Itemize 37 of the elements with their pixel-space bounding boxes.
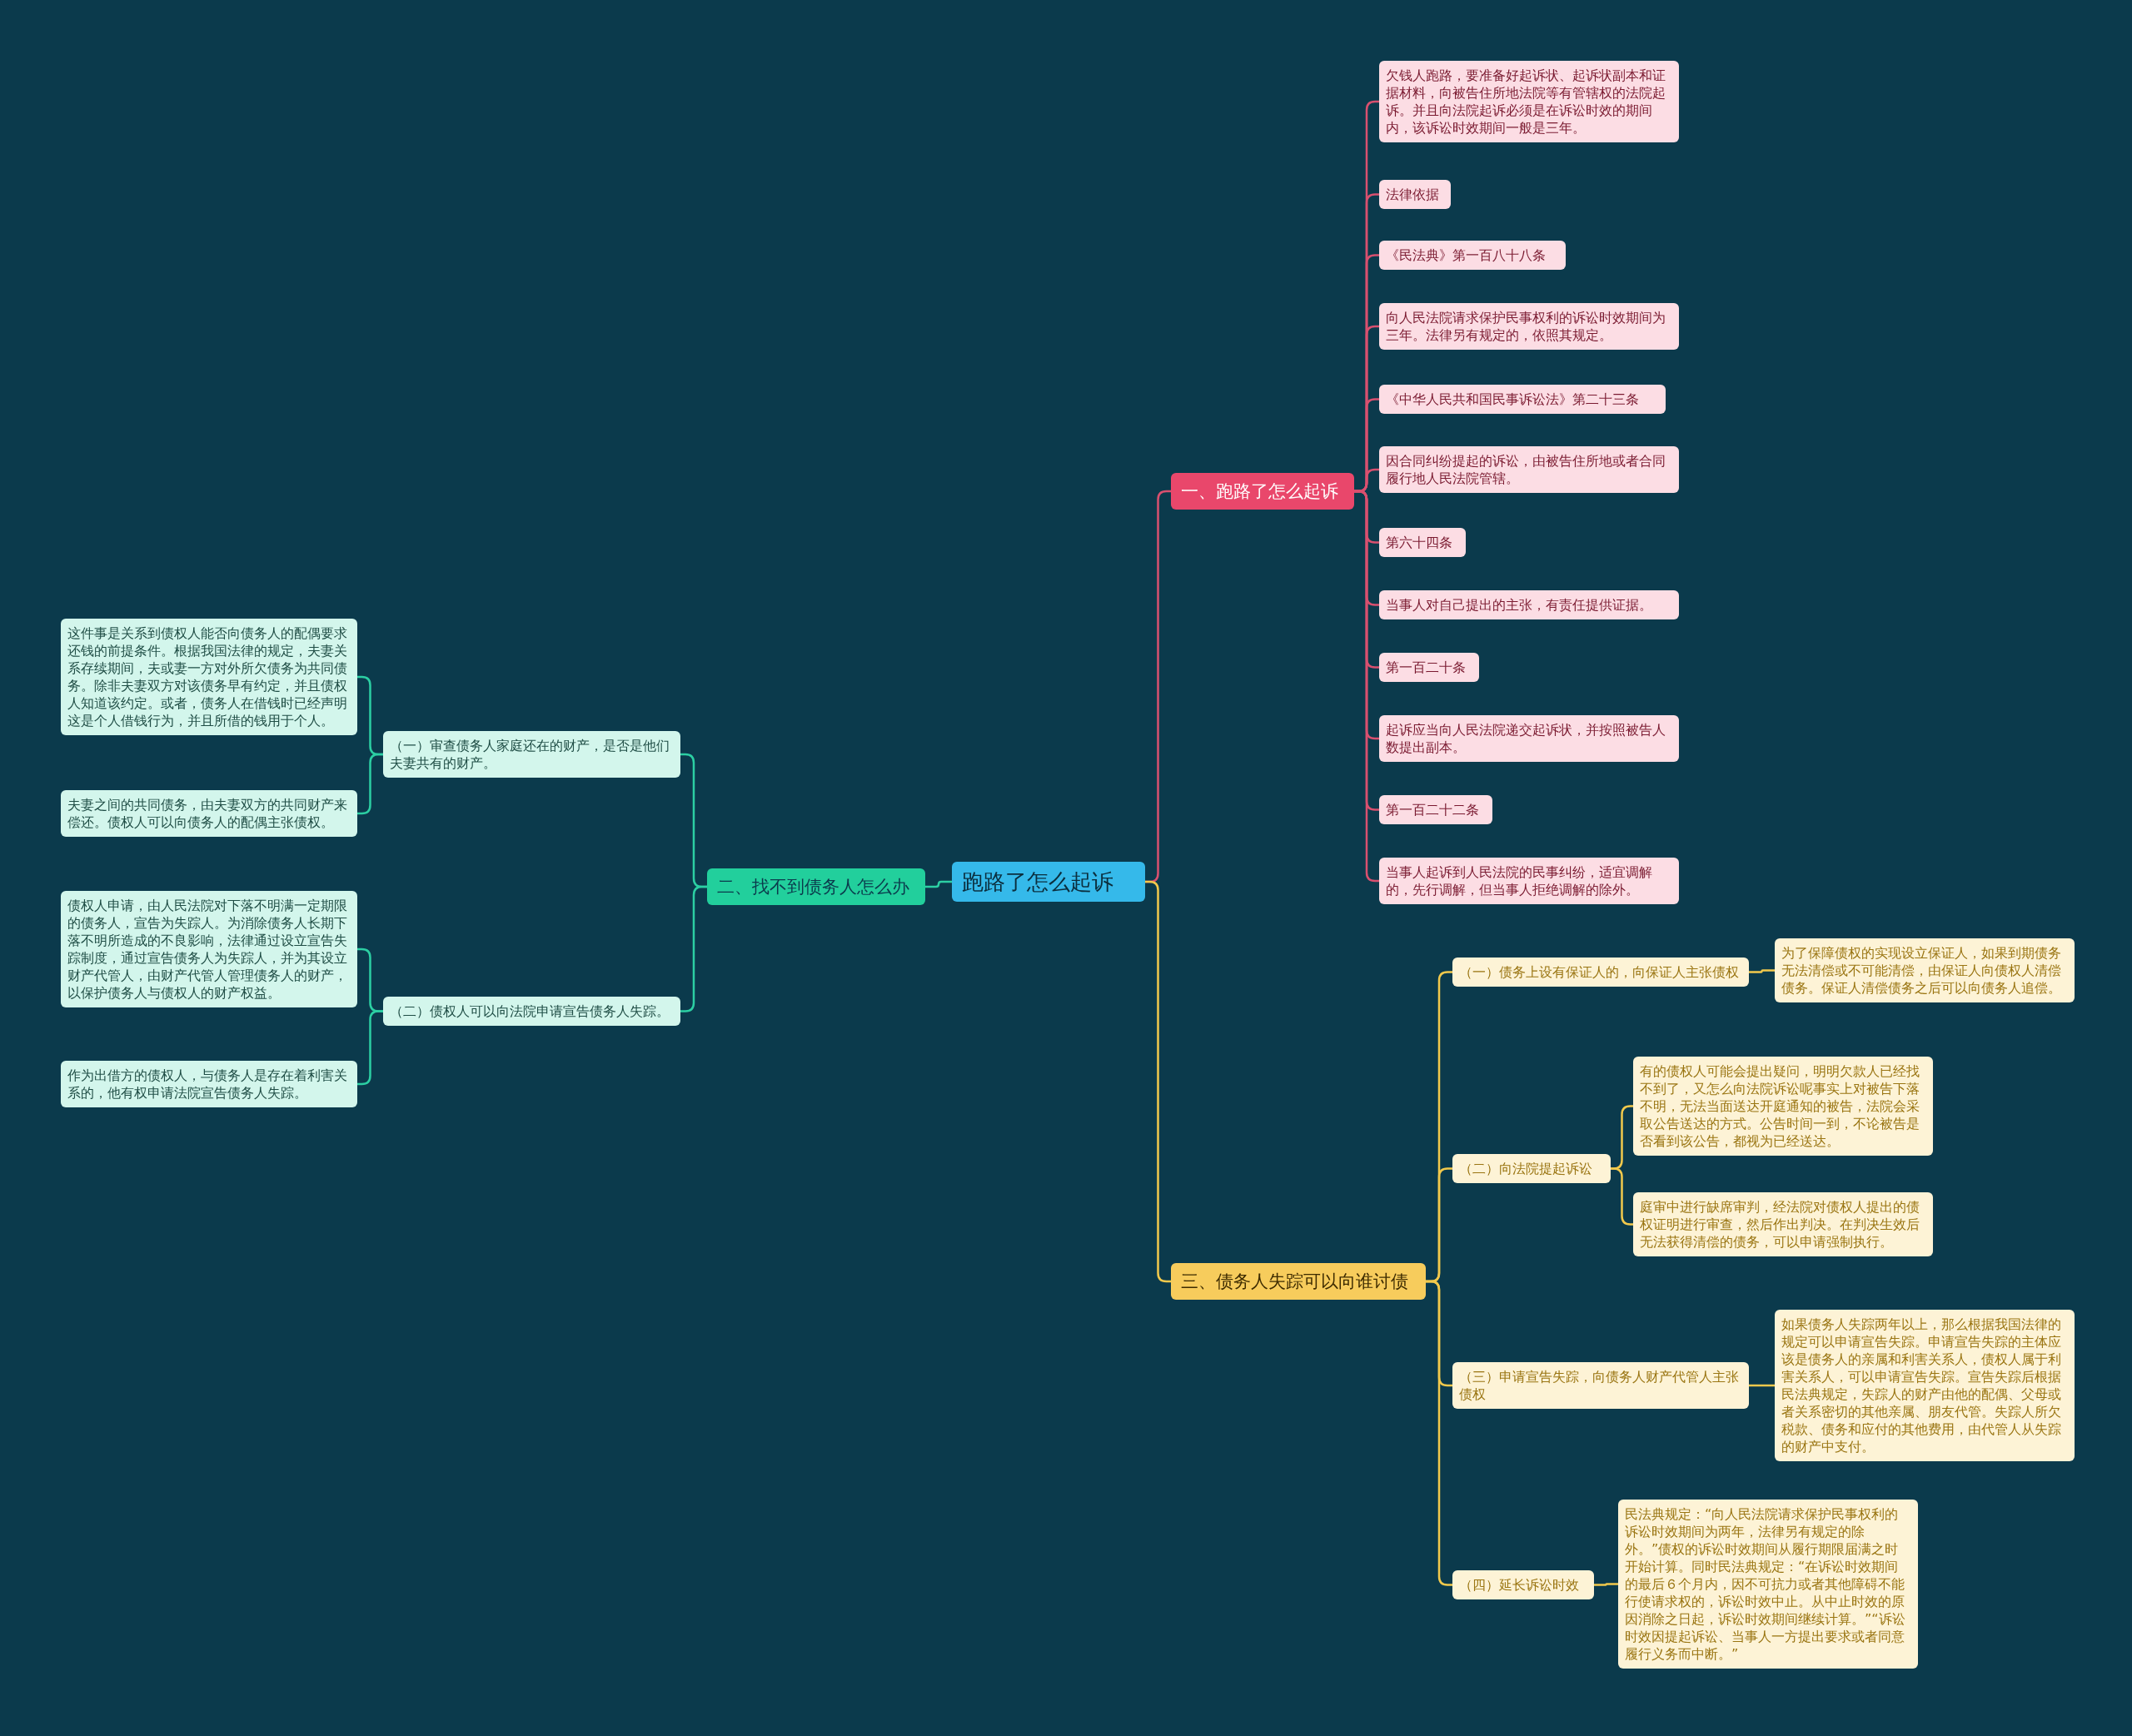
topic-box: 因合同纠纷提起的诉讼，由被告住所地或者合同履行地人民法院管辖。	[1379, 446, 1679, 493]
connector-line	[1749, 1384, 1775, 1387]
topic-box: 债权人申请，由人民法院对下落不明满一定期限的债务人，宣告为失踪人。为消除债务人长期下落不明所造成的不良影响，法律通过设立宣告失踪制度，通过宣告债务人为失踪人，并为其设立财产代管人，由财产代管人管理债务人的财产，以保护债务人与债权人的财产权益。	[61, 891, 357, 1007]
topic-box: （二）向法院提起诉讼	[1452, 1154, 1611, 1183]
topic-box: （二）债权人可以向法院申请宣告债务人失踪。	[383, 997, 680, 1026]
branch-topic: 一、跑路了怎么起诉	[1171, 473, 1354, 510]
topic-box: 夫妻之间的共同债务，由夫妻双方的共同财产来偿还。债权人可以向债务人的配偶主张债权。	[61, 790, 357, 837]
topic-box: 《中华人民共和国民事诉讼法》第二十三条	[1379, 385, 1666, 414]
branch-topic: 二、找不到债务人怎么办	[707, 868, 925, 905]
topic-box: 第六十四条	[1379, 528, 1466, 557]
connector-line	[1749, 969, 1775, 973]
topic-box: 民法典规定：“向人民法院请求保护民事权利的诉讼时效期间为两年，法律另有规定的除外。”债权的诉讼时效期间从履行期限届满之时开始计算。同时民法典规定：“在诉讼时效期间的最后６个月内，因不可抗力或者其他障碍不能行使请求权的，诉讼时效中止。从中止时效的原因消除之日起，诉讼时效期间继续计算。”“诉讼时效因提起诉讼、当事人一方提出要求或者同意履行义务而中断。”	[1618, 1500, 1918, 1669]
topic-box: （三）申请宣告失踪，向债务人财产代管人主张债权	[1452, 1362, 1749, 1409]
topic-box: 如果债务人失踪两年以上，那么根据我国法律的规定可以申请宣告失踪。申请宣告失踪的主体应该是债务人的亲属和利害关系人，债权人属于利害关系人，可以申请宣告失踪。宣告失踪后根据民法典规定，失踪人的财产由他的配偶、父母或者关系密切的其他亲属、朋友代管。失踪人所欠税款、债务和应付的其他费用，由代管人从失踪的财产中支付。	[1775, 1310, 2075, 1461]
topic-box: 第一百二十条	[1379, 653, 1479, 682]
topic-box: （一）债务上设有保证人的，向保证人主张债权	[1452, 958, 1749, 987]
topic-box: 庭审中进行缺席审判，经法院对债权人提出的债权证明进行审查，然后作出判决。在判决生效后无法获得清偿的债务，可以申请强制执行。	[1633, 1192, 1933, 1256]
topic-box: 向人民法院请求保护民事权利的诉讼时效期间为三年。法律另有规定的，依照其规定。	[1379, 303, 1679, 350]
topic-box: 当事人起诉到人民法院的民事纠纷，适宜调解的，先行调解，但当事人拒绝调解的除外。	[1379, 858, 1679, 904]
topic-box: （一）审查债务人家庭还在的财产，是否是他们夫妻共有的财产。	[383, 731, 680, 778]
connector-line	[1354, 490, 1379, 883]
topic-box: 作为出借方的债权人，与债务人是存在着利害关系的，他有权申请法院宣告债务人失踪。	[61, 1061, 357, 1107]
connector-line	[925, 880, 952, 888]
topic-box: 法律依据	[1379, 180, 1451, 209]
branch-topic: 三、债务人失踪可以向谁讨债	[1171, 1263, 1426, 1300]
central-topic: 跑路了怎么起诉	[952, 862, 1145, 902]
topic-box: 这件事是关系到债权人能否向债务人的配偶要求还钱的前提条件。根据我国法律的规定，夫妻关系存续期间，夫或妻一方对外所欠债务为共同债务。除非夫妻双方对该债务早有约定，并且债权人知道该约定。或者，债务人在借钱时已经声明这是个人借钱行为，并且所借的钱用于个人。	[61, 619, 357, 735]
topic-box: （四）延长诉讼时效	[1452, 1570, 1594, 1599]
topic-box: 为了保障债权的实现设立保证人，如果到期债务无法清偿或不可能清偿，由保证人向债权人清偿债务。保证人清偿债务之后可以向债务人追偿。	[1775, 938, 2075, 1002]
topic-box: 欠钱人跑路，要准备好起诉状、起诉状副本和证据材料，向被告住所地法院等有管辖权的法院起诉。并且向法院起诉必须是在诉讼时效的期间内，该诉讼时效期间一般是三年。	[1379, 61, 1679, 142]
connector-line	[1426, 1280, 1452, 1586]
topic-box: 第一百二十二条	[1379, 795, 1492, 824]
topic-box: 有的债权人可能会提出疑问，明明欠款人已经找不到了，又怎么向法院诉讼呢事实上对被告下落不明，无法当面送达开庭通知的被告，法院会采取公告送达的方式。公告时间一到，不论被告是否看到该公告，都视为已经送达。	[1633, 1057, 1933, 1156]
topic-box: 起诉应当向人民法院递交起诉状，并按照被告人数提出副本。	[1379, 715, 1679, 762]
topic-box: 《民法典》第一百八十八条	[1379, 241, 1566, 270]
topic-box: 当事人对自己提出的主张，有责任提供证据。	[1379, 590, 1679, 619]
connector-line	[1594, 1583, 1618, 1586]
